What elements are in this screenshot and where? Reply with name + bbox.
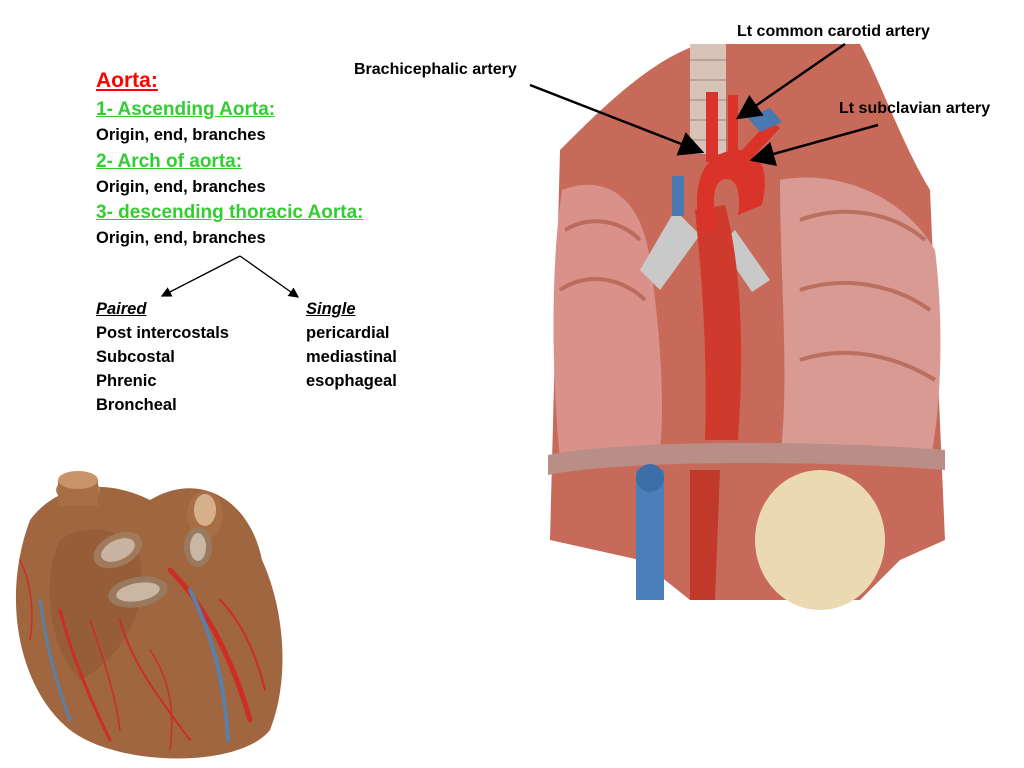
section-detail-descending: Origin, end, branches [96, 229, 266, 247]
paired-item: Phrenic [96, 372, 157, 390]
single-heading: Single [306, 300, 356, 318]
paired-heading: Paired [96, 300, 147, 318]
paired-item: Post intercostals [96, 324, 229, 342]
single-item: mediastinal [306, 348, 397, 366]
label-lt-subclavian-artery: Lt subclavian artery [839, 100, 991, 117]
pointer-brachiocephalic [529, 83, 705, 156]
arrow-to-paired [160, 255, 241, 297]
section-heading-arch: 2- Arch of aorta: [96, 151, 243, 172]
section-heading-ascending: 1- Ascending Aorta: [96, 99, 276, 120]
outline-title: Aorta: [96, 69, 158, 92]
section-detail-ascending: Origin, end, branches [96, 126, 266, 144]
paired-item: Broncheal [96, 396, 177, 414]
pointer-lt-subclavian [749, 123, 879, 167]
arrow-to-single [239, 255, 300, 298]
paired-item: Subcostal [96, 348, 175, 366]
section-heading-descending: 3- descending thoracic Aorta: [96, 202, 364, 223]
pointer-lt-common-carotid [735, 42, 846, 120]
single-item: esophageal [306, 372, 397, 390]
label-lt-common-carotid-artery: Lt common carotid artery [737, 23, 930, 40]
label-brachiocephalic-artery: Brachicephalic artery [354, 61, 517, 78]
single-item: pericardial [306, 324, 390, 342]
section-detail-arch: Origin, end, branches [96, 178, 266, 196]
